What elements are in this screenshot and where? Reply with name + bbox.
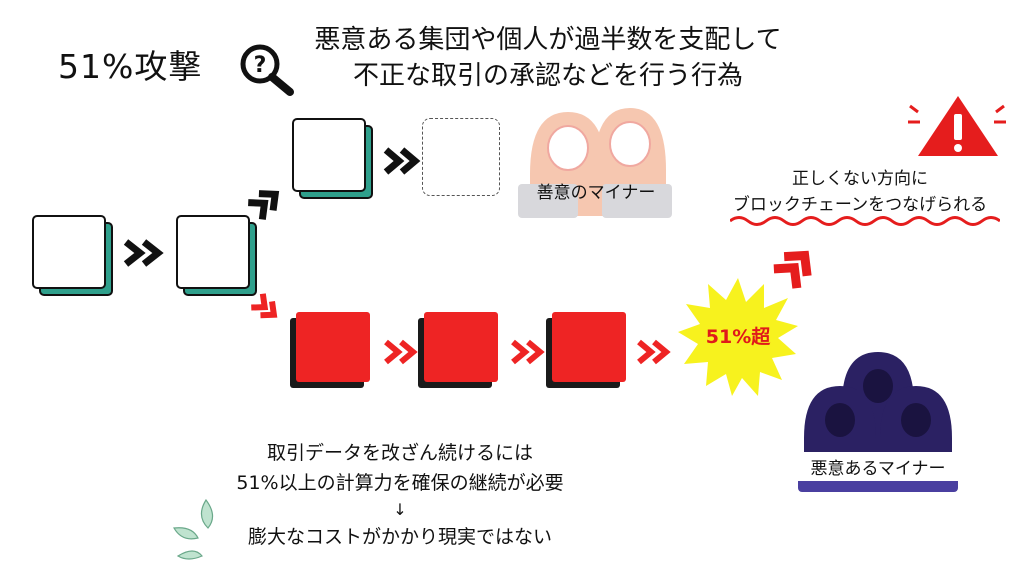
- honest-miners-label: 善意のマイナー: [536, 183, 656, 203]
- warning-line-1: 正しくない方向に: [792, 169, 928, 189]
- leaf-accent-icon: [173, 498, 214, 560]
- chevron-right-icon: [511, 339, 545, 365]
- warning-line-2: ブロックチェーンをつなげられる: [732, 195, 988, 215]
- chevron-right-icon: [384, 339, 418, 365]
- malicious-miners-label: 悪意あるマイナー: [786, 452, 970, 481]
- malicious-block-3: [546, 312, 626, 388]
- page-title: 51%攻撃: [58, 47, 203, 86]
- attack-description: 悪意ある集団や個人が過半数を支配して 不正な取引の承認などを行う行為: [268, 22, 828, 94]
- description-line-1: 悪意ある集団や個人が過半数を支配して: [314, 25, 782, 55]
- bottom-explanation: 取引データを改ざん続けるには 51%以上の計算力を確保の継続が必要 ↓ 膨大なコ…: [170, 438, 630, 552]
- chain-block-1: [32, 215, 113, 296]
- chevron-right-icon: [383, 147, 421, 175]
- description-line-2: 不正な取引の承認などを行う行為: [352, 61, 743, 91]
- honest-miners-icon: [518, 108, 672, 218]
- question-magnifier-icon: ?: [240, 44, 294, 96]
- bottom-line-1: 取引データを改ざん続けるには: [266, 442, 533, 464]
- chevron-down-right-icon: [251, 293, 278, 319]
- malicious-block-2: [418, 312, 498, 388]
- bottom-line-3: 膨大なコストがかかり現実ではない: [247, 526, 552, 548]
- wavy-underline: [730, 216, 1000, 226]
- warning-triangle-icon: [908, 96, 1006, 156]
- chevron-up-right-icon: [773, 250, 812, 289]
- honest-block-3: [292, 118, 373, 199]
- honest-block-placeholder: [422, 118, 500, 196]
- chevron-right-icon: [637, 339, 671, 365]
- bottom-line-2: 51%以上の計算力を確保の継続が必要: [236, 472, 564, 494]
- chain-block-2: [176, 215, 257, 296]
- malicious-miners-icon: [798, 352, 958, 492]
- burst-51-badge-icon: [678, 278, 798, 396]
- malicious-block-1: [290, 312, 370, 388]
- warning-text: 正しくない方向に ブロックチェーンをつなげられる: [710, 166, 1010, 218]
- svg-text:?: ?: [254, 53, 267, 78]
- burst-label: 51%超: [705, 326, 771, 348]
- down-arrow: ↓: [393, 500, 407, 519]
- chevron-up-right-icon: [248, 190, 280, 220]
- chevron-right-icon: [123, 239, 164, 267]
